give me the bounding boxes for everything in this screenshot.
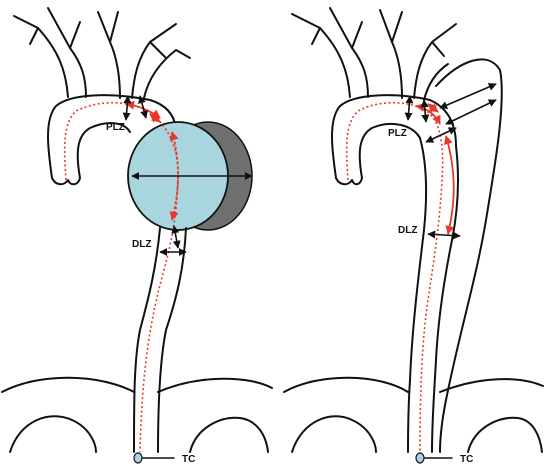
right-descending-red-arc (446, 136, 454, 234)
right-supra-aortic-branches (292, 8, 456, 100)
right-plz-arrow-2 (424, 100, 426, 122)
right-panel: PLZ DLZ TC (284, 8, 543, 465)
right-kidney-left (292, 416, 376, 452)
left-kidney-right (190, 418, 268, 452)
right-plz-arrow-1 (408, 96, 410, 120)
right-dlz-arrow (428, 234, 460, 236)
right-false-lumen-arrow-2 (446, 100, 496, 124)
right-plz-red-arc (416, 106, 440, 124)
left-kidney-left (10, 416, 96, 452)
left-descending-aorta-left-wall (134, 228, 160, 452)
left-diaphragm-left (2, 378, 134, 392)
right-true-lumen-left-wall (408, 138, 426, 452)
right-kidney-right (468, 418, 542, 452)
right-tip-label: TC (460, 454, 473, 465)
left-supra-aortic-branches (14, 8, 190, 98)
right-centerline (347, 103, 443, 452)
left-tip-label: TC (182, 454, 195, 465)
right-dlz-label: DLZ (398, 225, 417, 236)
left-plz-label: PLZ (106, 122, 125, 133)
left-dlz-label: DLZ (132, 239, 151, 250)
right-diaphragm-left (284, 378, 408, 392)
left-tip-marker (134, 453, 142, 463)
right-plz-label: PLZ (388, 128, 407, 139)
left-descending-aorta-right-wall (158, 228, 186, 452)
left-plz-arrow-1 (126, 96, 128, 120)
right-tip-marker (416, 453, 424, 463)
left-panel: PLZ DLZ TC (2, 8, 272, 465)
right-diaphragm-right (440, 379, 543, 392)
right-false-lumen-outer (436, 59, 502, 452)
right-ascending-aorta-base (336, 178, 362, 184)
left-diaphragm-right (158, 379, 272, 392)
